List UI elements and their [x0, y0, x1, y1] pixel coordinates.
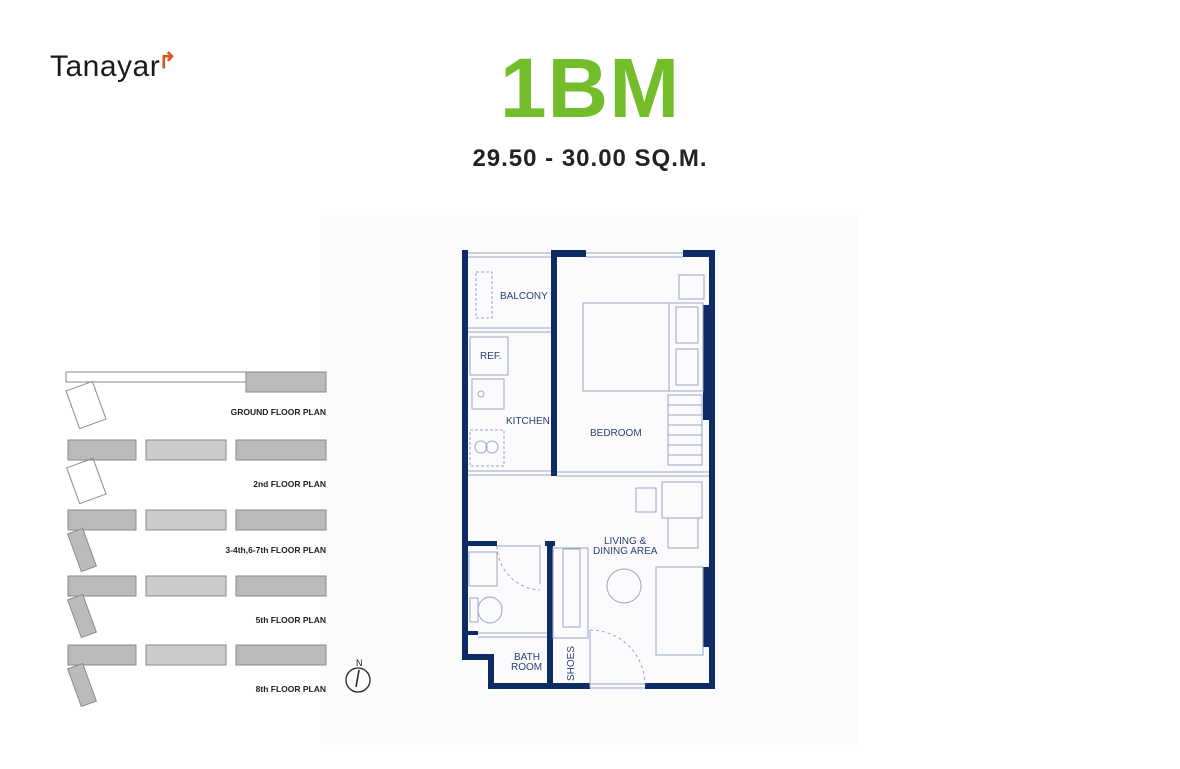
wall-bottom-a: [488, 683, 590, 689]
brand-logo: Tanayar↱: [50, 48, 178, 84]
label-balcony: BALCONY: [500, 291, 548, 302]
wall-left: [462, 250, 468, 660]
wall-bath-right: [547, 541, 553, 689]
wall-top-corner-b: [579, 250, 586, 257]
wall-right-thick-1: [703, 305, 715, 420]
unit-area: 29.50 - 30.00 SQ.M.: [472, 145, 708, 172]
arrow-icon: ↱: [158, 48, 178, 73]
label-living-1: LIVING &: [604, 536, 647, 547]
wall-bath-mid: [462, 631, 478, 635]
unit-plan: [462, 250, 715, 689]
key-plan-label-ground: GROUND FLOOR PLAN: [231, 407, 326, 417]
key-plan-label-3-4-6-7: 3-4th,6-7th FLOOR PLAN: [225, 545, 326, 555]
wall-bedroom-left: [551, 250, 557, 476]
brand-name: Tanayar: [50, 50, 161, 83]
key-plan-2nd: [66, 439, 327, 505]
wall-bath-top: [462, 541, 497, 546]
label-bath-1: BATH: [514, 652, 540, 663]
label-ref: REF.: [480, 351, 502, 362]
label-bath-2: ROOM: [511, 662, 542, 673]
unit-type-title: 1BM: [499, 41, 681, 135]
key-plan-3-4-6-7: [67, 509, 327, 573]
key-plan-label-5th: 5th FLOOR PLAN: [256, 615, 326, 625]
key-plan-ground: [65, 371, 327, 430]
compass-north-label: N: [356, 658, 363, 668]
label-living-2: DINING AREA: [593, 546, 658, 557]
wall-bath-left: [488, 654, 494, 689]
key-plan-8th: [67, 644, 327, 708]
label-kitchen: KITCHEN: [506, 416, 550, 427]
key-plan-label-2nd: 2nd FLOOR PLAN: [253, 479, 326, 489]
key-plan-label-8th: 8th FLOOR PLAN: [256, 684, 326, 694]
label-shoes: SHOES: [566, 646, 577, 681]
wall-top-corner-c: [683, 250, 715, 257]
label-bedroom: BEDROOM: [590, 428, 642, 439]
key-plans: [65, 371, 327, 708]
wall-bottom-b: [645, 683, 715, 689]
wall-right-thick-2: [703, 567, 715, 647]
wall-top-corner-a: [551, 250, 586, 257]
wall-left-step: [462, 654, 493, 660]
wall-right: [709, 250, 715, 689]
compass-icon: N: [345, 658, 371, 693]
key-plan-5th: [67, 575, 327, 639]
